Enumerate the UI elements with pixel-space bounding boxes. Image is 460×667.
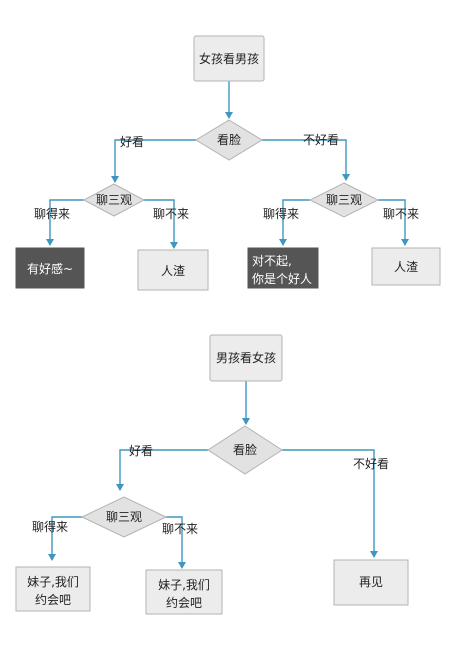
edge-b-face-good-looking (116, 449, 208, 491)
top-left-get-along-label: 聊得来 (34, 206, 70, 221)
bottom-date1-box (15, 566, 91, 612)
edge-b-values-not-get-along (166, 516, 186, 569)
top-start-label: 女孩看男孩 (199, 51, 259, 66)
bottom-bye-label: 再见 (359, 575, 383, 589)
bottom-date1-line2: 约会吧 (35, 592, 71, 607)
bottom-start-label: 男孩看女孩 (216, 350, 276, 365)
top-start-box (193, 35, 265, 82)
bottom-values-diamond (80, 496, 168, 538)
top-right-values-diamond (308, 182, 380, 218)
bottom-date2-line2: 约会吧 (166, 595, 202, 610)
bottom-not-good-looking-label: 不好看 (353, 457, 389, 471)
bottom-face-label: 看脸 (233, 443, 257, 457)
top-right-not-get-along-label: 聊不来 (383, 207, 419, 221)
top-right-get-along-label: 聊得来 (263, 206, 299, 221)
top-jerk-left-label: 人渣 (161, 264, 185, 278)
bottom-bye-box (333, 559, 409, 606)
bottom-values-label: 聊三观 (106, 510, 142, 524)
top-not-good-looking-label: 不好看 (303, 133, 339, 147)
top-face-diamond (195, 119, 263, 161)
top-face-label: 看脸 (217, 133, 241, 147)
bottom-good-looking-label: 好看 (129, 444, 153, 458)
edge-face-not-good-looking (262, 139, 350, 181)
edge-face-good-looking (111, 139, 196, 183)
bottom-face-diamond (207, 425, 283, 475)
top-jerk-right-label: 人渣 (394, 260, 418, 274)
bottom-not-get-along-label: 聊不来 (162, 522, 198, 536)
bottom-get-along-label: 聊得来 (32, 519, 68, 534)
top-good-person-box (247, 247, 319, 289)
top-jerk-right-box (371, 247, 441, 286)
edge-left-values-not-get-along (144, 199, 178, 249)
top-crush-label: 有好感~ (27, 261, 73, 276)
top-jerk-left-box (137, 249, 209, 291)
top-right-values-label: 聊三观 (326, 193, 362, 207)
bottom-flowchart: 男孩看女孩 看脸 好看 不好看 聊三观 聊得来 聊不来 妹子,我们 约会吧 妹子… (15, 334, 409, 615)
bottom-start-box (209, 334, 283, 382)
top-left-values-diamond (82, 183, 146, 217)
top-good-person-line2: 你是个好人 (252, 272, 312, 286)
edge-right-values-not-get-along (378, 199, 409, 246)
top-crush-box (15, 247, 85, 289)
bottom-date2-line1: 妹子,我们 (158, 577, 210, 592)
top-flowchart: 女孩看男孩 看脸 好看 不好看 聊三观 聊三观 聊得来 聊不来 聊得来 聊不来 … (15, 35, 441, 291)
bottom-date1-line1: 妹子,我们 (27, 574, 79, 589)
top-left-values-label: 聊三观 (96, 193, 132, 207)
bottom-date2-box (145, 569, 223, 615)
edge-b-values-get-along (48, 516, 82, 561)
top-left-not-get-along-label: 聊不来 (153, 207, 189, 221)
edge-left-values-get-along (46, 199, 84, 246)
edge-right-values-get-along (279, 199, 310, 246)
edge-b-face-not-good-looking (282, 449, 378, 558)
top-good-looking-label: 好看 (120, 135, 144, 149)
top-good-person-line1: 对不起, (252, 254, 292, 268)
